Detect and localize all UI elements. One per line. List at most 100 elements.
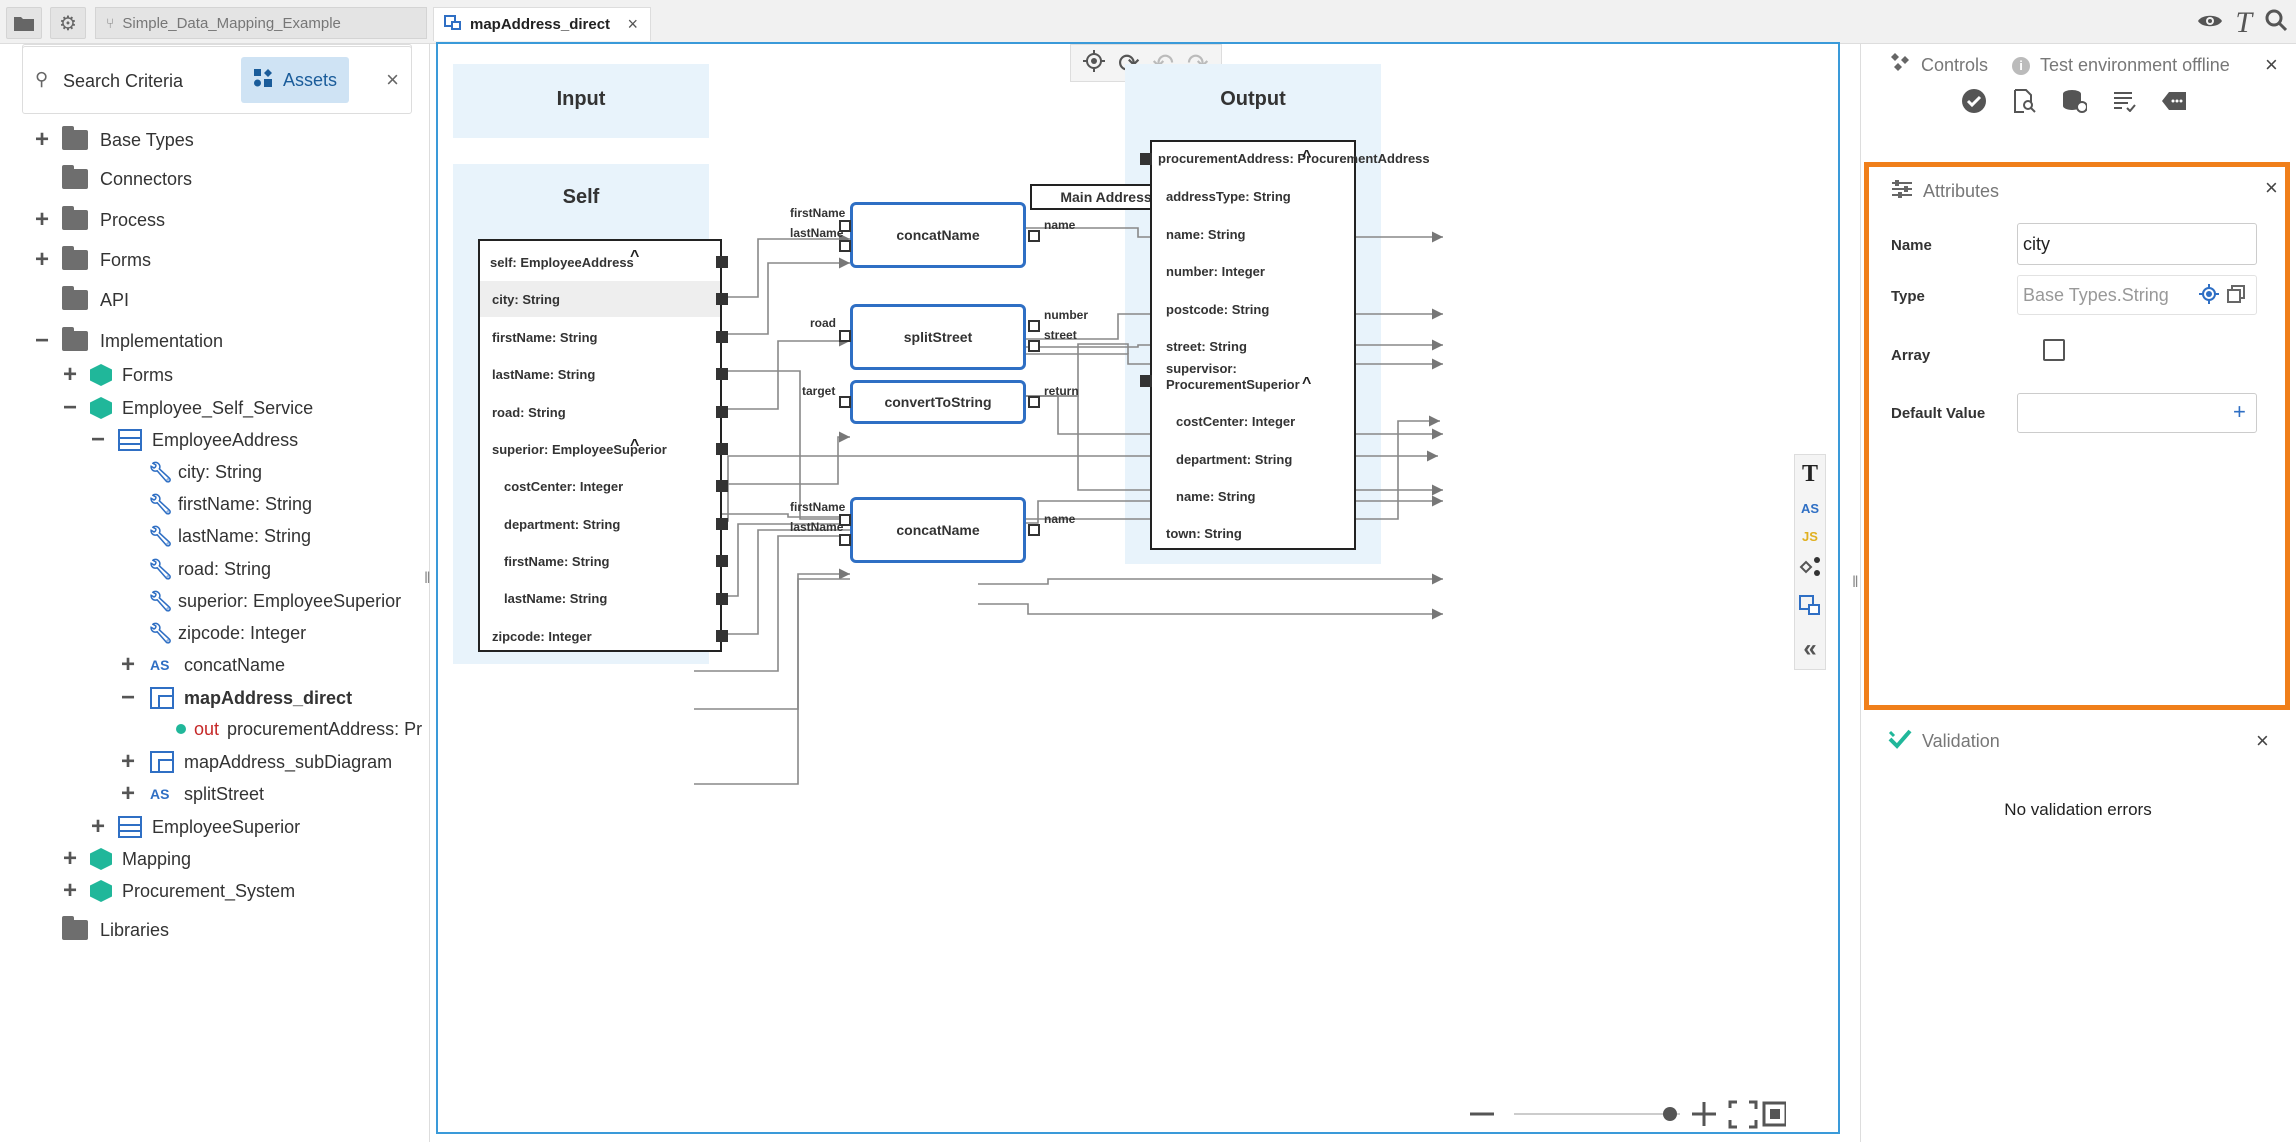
expand-icon[interactable]: + <box>90 813 105 840</box>
output-row-superior-name[interactable]: name: String <box>1176 488 1256 504</box>
output-port[interactable] <box>1028 524 1040 536</box>
function-converttostring[interactable]: convertToString <box>850 380 1026 424</box>
output-row-root[interactable]: procurementAddress: ProcurementAddress <box>1158 150 1430 166</box>
output-port[interactable] <box>1028 340 1040 352</box>
expand-icon[interactable]: + <box>120 748 135 775</box>
tree-item-road[interactable]: 🔧︎ road: String <box>148 555 271 583</box>
expand-icon[interactable]: + <box>34 126 49 153</box>
tab-mapaddress-direct[interactable]: mapAddress_direct × <box>433 7 651 41</box>
locate-type-icon[interactable] <box>2199 284 2219 309</box>
close-controls-icon[interactable]: × <box>2265 52 2278 77</box>
locate-icon[interactable] <box>1083 48 1106 79</box>
self-row-costcenter[interactable]: costCenter: Integer <box>504 478 624 494</box>
output-port[interactable] <box>1028 320 1040 332</box>
output-pin[interactable] <box>716 555 728 567</box>
tree-item-procurement-address[interactable]: out procurementAddress: Pr <box>176 715 422 743</box>
output-pin[interactable] <box>716 593 728 605</box>
close-validation-icon[interactable]: × <box>2256 728 2269 753</box>
output-row-supervisor[interactable]: supervisor: <box>1166 360 1237 376</box>
left-splitter-handle[interactable]: ‖ <box>424 570 431 587</box>
self-row[interactable]: self: EmployeeAddress <box>490 254 634 270</box>
self-row-superior[interactable]: superior: EmployeeSuperior <box>492 441 667 457</box>
output-row-department[interactable]: department: String <box>1176 451 1293 467</box>
expand-icon[interactable]: + <box>34 206 49 233</box>
expand-icon[interactable]: + <box>62 877 77 904</box>
expand-icon[interactable]: + <box>120 780 135 807</box>
eye-icon[interactable] <box>2197 9 2223 37</box>
tree-item-employee-address[interactable]: − EmployeeAddress <box>88 426 298 454</box>
expand-icon[interactable]: + <box>120 651 135 678</box>
output-pin[interactable] <box>716 406 728 418</box>
tree-item-forms-impl[interactable]: + Forms <box>60 361 173 389</box>
tree-item-procurement-system[interactable]: + Procurement_System <box>60 877 295 905</box>
mapping-tool-icon[interactable] <box>1799 594 1821 622</box>
gear-icon[interactable]: ⚙ <box>50 7 86 39</box>
tree-item-concatname[interactable]: + AS concatName <box>118 651 285 679</box>
search-input[interactable]: Search Criteria <box>63 71 184 91</box>
database-icon[interactable] <box>2061 88 2087 114</box>
javascript-tool-icon[interactable]: JS <box>1802 529 1818 545</box>
output-row-addresstype[interactable]: addressType: String <box>1166 188 1291 204</box>
tag-icon[interactable] <box>2161 88 2187 114</box>
collapse-icon[interactable]: − <box>34 327 49 354</box>
input-port[interactable] <box>839 330 851 342</box>
add-icon[interactable]: + <box>2233 399 2246 424</box>
output-row-postcode[interactable]: postcode: String <box>1166 301 1270 317</box>
tree-item-base-types[interactable]: + Base Types <box>32 126 194 154</box>
output-pin[interactable] <box>716 331 728 343</box>
output-pin[interactable] <box>716 480 728 492</box>
array-checkbox[interactable] <box>2043 339 2065 361</box>
collapse-caret-icon[interactable]: ^ <box>1302 375 1312 392</box>
tree-item-employee-superior[interactable]: + EmployeeSuperior <box>88 813 300 841</box>
input-port[interactable] <box>839 396 851 408</box>
input-port[interactable] <box>839 220 851 232</box>
output-port[interactable] <box>1028 230 1040 242</box>
self-row-zipcode[interactable]: zipcode: Integer <box>492 628 592 644</box>
self-row-firstname[interactable]: firstName: String <box>492 329 598 345</box>
close-attributes-icon[interactable]: × <box>2265 175 2278 200</box>
expand-icon[interactable]: + <box>34 246 49 273</box>
function-concatname-2[interactable]: concatName <box>850 497 1026 563</box>
clear-icon[interactable]: × <box>386 67 399 92</box>
tree-item-libraries[interactable]: Libraries <box>32 916 169 944</box>
folder-icon[interactable] <box>6 7 42 39</box>
input-port[interactable] <box>839 534 851 546</box>
tree-item-splitstreet[interactable]: + AS splitStreet <box>118 780 264 808</box>
collapse-caret-icon[interactable]: ^ <box>630 437 640 454</box>
input-port[interactable] <box>839 514 851 526</box>
tree-item-employee-self-service[interactable]: − Employee_Self_Service <box>60 394 313 422</box>
output-pin[interactable] <box>716 256 728 268</box>
output-row-name[interactable]: name: String <box>1166 226 1246 242</box>
output-pin[interactable] <box>716 518 728 530</box>
self-row-superior-firstname[interactable]: firstName: String <box>504 553 610 569</box>
function-splitstreet[interactable]: splitStreet <box>850 304 1026 370</box>
tree-item-mapaddress-direct[interactable]: − mapAddress_direct <box>118 684 352 712</box>
list-icon[interactable] <box>2111 88 2137 114</box>
output-row-town[interactable]: town: String <box>1166 525 1242 541</box>
output-pin[interactable] <box>716 443 728 455</box>
input-port[interactable] <box>839 240 851 252</box>
tree-item-city[interactable]: 🔧︎ city: String <box>148 458 262 486</box>
self-row-city[interactable]: city: String <box>480 281 720 317</box>
tree-item-mapaddress-subdiagram[interactable]: + mapAddress_subDiagram <box>118 748 392 776</box>
copy-icon[interactable] <box>2227 285 2245 308</box>
output-pin[interactable] <box>716 368 728 380</box>
collapse-caret-icon[interactable]: ^ <box>1302 148 1312 165</box>
output-row-street[interactable]: street: String <box>1166 338 1247 354</box>
flow-tool-icon[interactable] <box>1799 556 1821 582</box>
check-icon[interactable] <box>1961 88 1987 114</box>
collapse-icon[interactable]: − <box>62 394 77 421</box>
tab-project[interactable]: ⑂ Simple_Data_Mapping_Example <box>95 7 427 39</box>
text-style-icon[interactable]: T <box>2235 6 2252 39</box>
output-pin[interactable] <box>716 293 728 305</box>
assets-filter-button[interactable]: Assets <box>241 57 349 103</box>
tree-item-firstname[interactable]: 🔧︎ firstName: String <box>148 490 312 518</box>
output-entity-box[interactable] <box>1150 140 1356 550</box>
self-row-department[interactable]: department: String <box>504 516 621 532</box>
output-pin[interactable] <box>716 630 728 642</box>
default-value-input[interactable] <box>2017 393 2257 433</box>
collapse-icon[interactable]: − <box>120 684 135 711</box>
expand-icon[interactable]: + <box>62 845 77 872</box>
tree-item-superior[interactable]: 🔧︎ superior: EmployeeSuperior <box>148 587 401 615</box>
tree-item-forms[interactable]: + Forms <box>32 246 151 274</box>
